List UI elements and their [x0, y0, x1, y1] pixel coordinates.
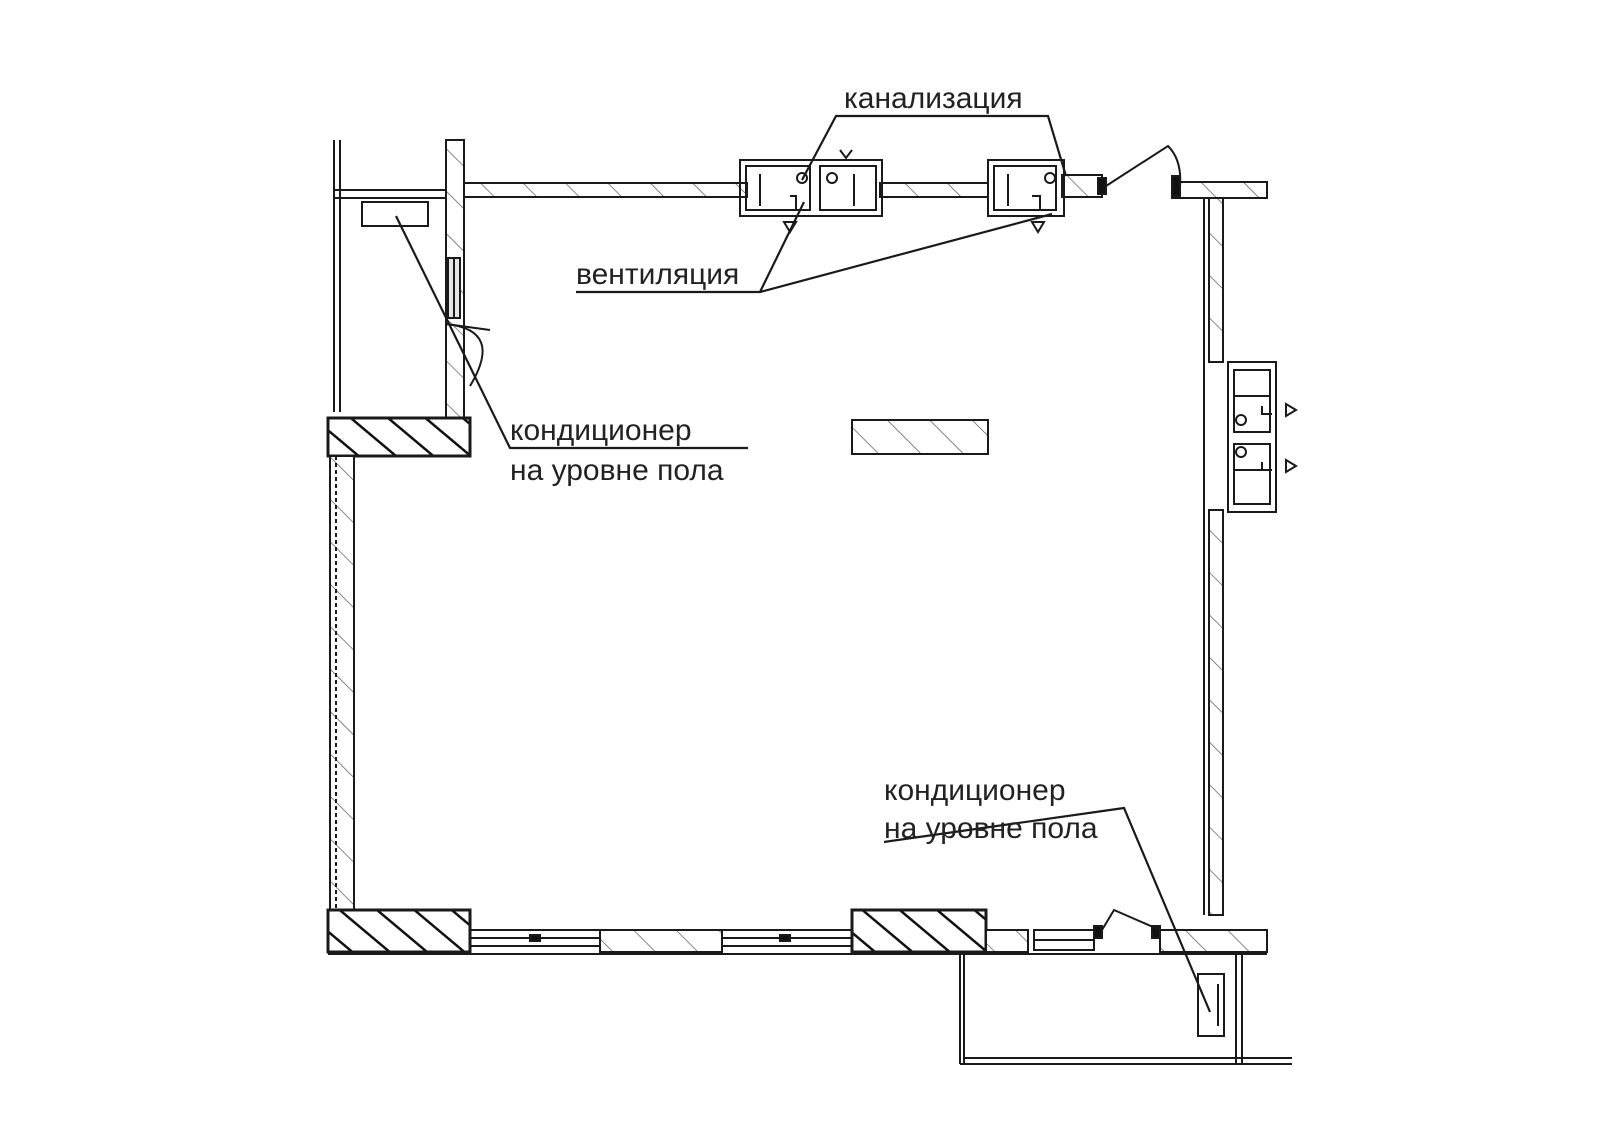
sewage-ventilation-shaft-right — [987, 159, 1065, 234]
bottom-wall — [326, 908, 1268, 955]
entrance-door — [1097, 144, 1182, 197]
left-wall — [326, 416, 472, 919]
ventilation-label: вентиляция — [576, 258, 739, 291]
ac-left-label-line1: кондиционер — [510, 414, 692, 447]
ac-left-leader — [395, 215, 748, 450]
ac-right-label-line2: на уровне пола — [884, 812, 1098, 845]
balcony — [959, 954, 1292, 1065]
top-wall — [461, 174, 1268, 199]
left-corridor — [333, 139, 491, 421]
ac-right-label-line1: кондиционер — [884, 774, 1066, 807]
ac-left-label-line2: на уровне пола — [510, 454, 724, 487]
right-wall — [1203, 197, 1224, 916]
ac-right-leader — [883, 806, 1212, 1013]
sewage-label: канализация — [844, 82, 1023, 115]
right-wall-shafts — [1227, 361, 1298, 513]
ventilation-leader — [576, 201, 1053, 294]
sewage-leader — [801, 114, 1068, 181]
center-column — [851, 419, 989, 455]
